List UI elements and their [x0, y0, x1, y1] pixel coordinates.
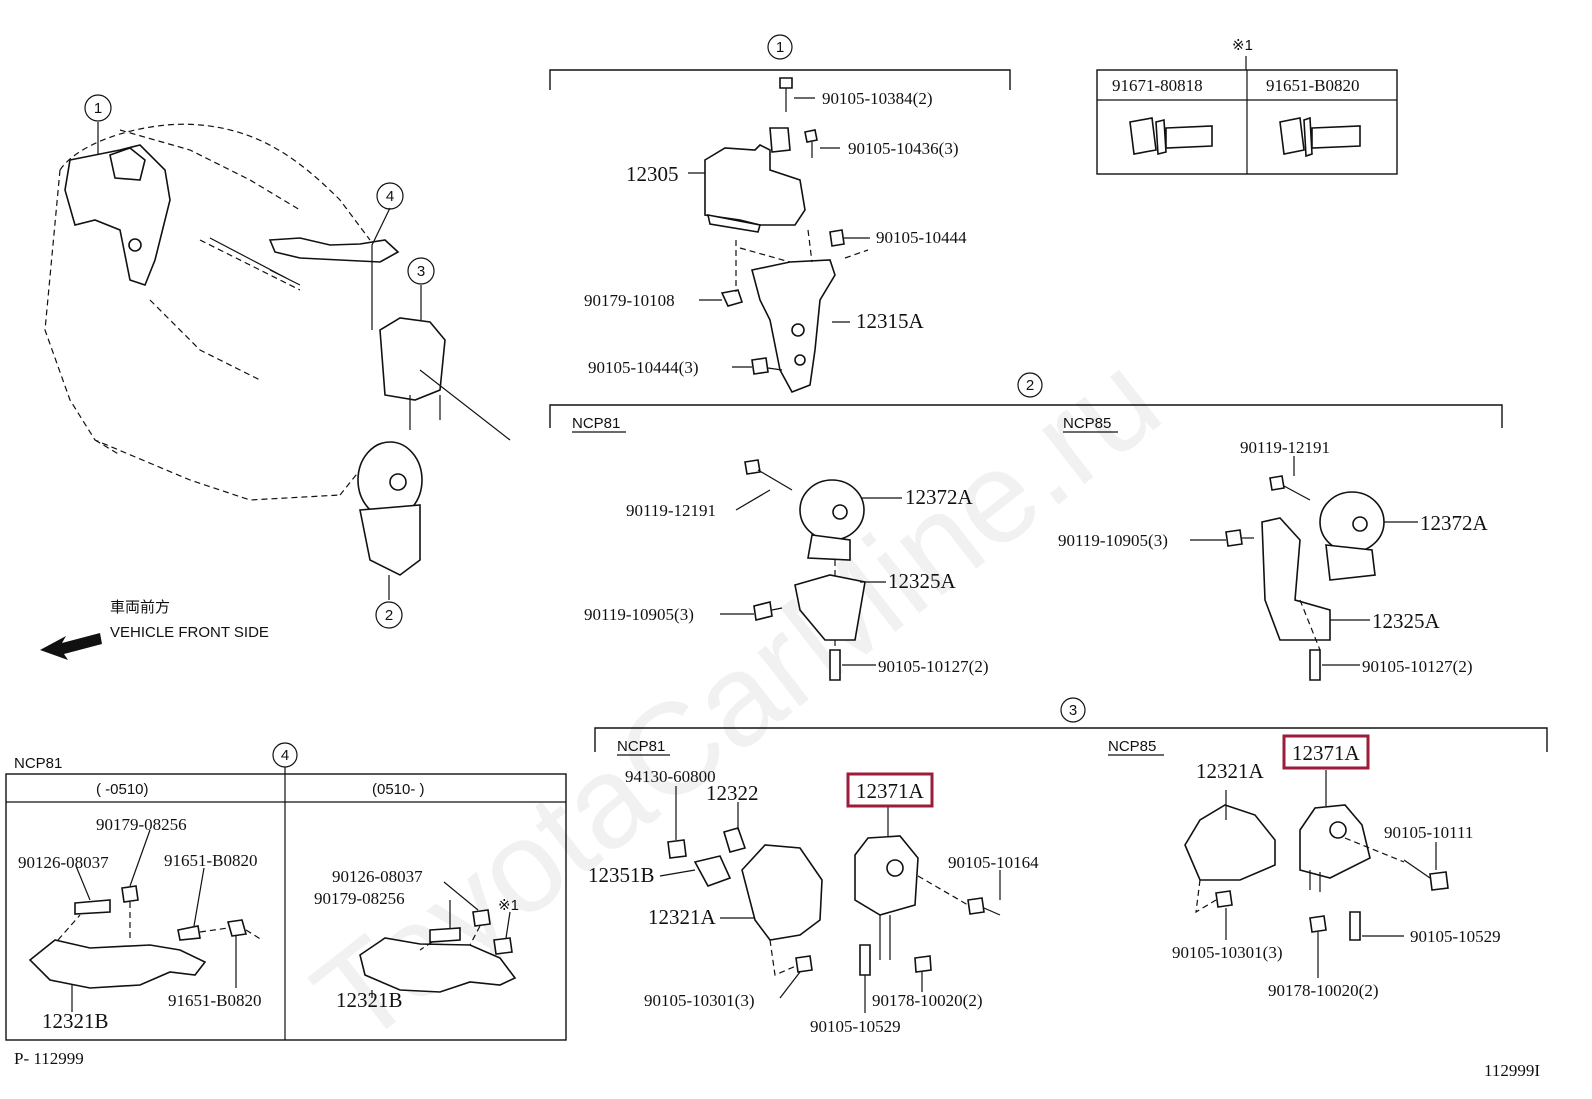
- part-94130-60800[interactable]: 94130-60800: [625, 767, 716, 786]
- part-12372A-b[interactable]: 12372A: [1420, 511, 1489, 535]
- part-90105-10529-a[interactable]: 90105-10529: [810, 1017, 901, 1036]
- part-12325A-b[interactable]: 12325A: [1372, 609, 1441, 633]
- part-90126-08037-r[interactable]: 90126-08037: [332, 867, 423, 886]
- part-12315A[interactable]: 12315A: [856, 309, 925, 333]
- section-4: NCP81 4 ( -0510) (0510- ) 90179-08256 90…: [5, 742, 567, 1041]
- part-90105-10436[interactable]: 90105-10436(3): [848, 139, 958, 158]
- part-90119-12191-b[interactable]: 90119-12191: [1240, 438, 1330, 457]
- note-table: ※1 91671-80818 91651-B0820: [1096, 37, 1398, 175]
- callout-2-overview: 2: [385, 607, 393, 624]
- callout-4-section: 4: [281, 747, 289, 764]
- section3-ncp85: NCP85: [1108, 738, 1156, 755]
- note-col-91671-80818[interactable]: 91671-80818: [1112, 76, 1203, 95]
- part-91651-B0820-l[interactable]: 91651-B0820: [164, 851, 258, 870]
- part-12371A-b[interactable]: 12371A: [1292, 741, 1361, 765]
- part-90105-10529-b[interactable]: 90105-10529: [1410, 927, 1501, 946]
- section4-right-range: (0510- ): [372, 781, 425, 798]
- front-arrow-icon: [40, 633, 102, 660]
- part-12321B-r[interactable]: 12321B: [336, 988, 403, 1012]
- section4-note-mark: ※1: [498, 897, 519, 914]
- callout-1-overview: 1: [94, 100, 102, 117]
- highlight-12371A-a: [846, 772, 934, 808]
- part-90105-10444[interactable]: 90105-10444: [876, 228, 967, 247]
- part-12321B-l[interactable]: 12321B: [42, 1009, 109, 1033]
- part-90105-10127-b[interactable]: 90105-10127(2): [1362, 657, 1472, 676]
- section3-ncp81: NCP81: [617, 738, 665, 755]
- part-12305[interactable]: 12305: [626, 162, 679, 186]
- vehicle-front-indicator: 車両前方 VEHICLE FRONT SIDE: [40, 599, 269, 660]
- highlight-12371A-b: [1282, 734, 1370, 770]
- callout-3-section: 3: [1069, 702, 1077, 719]
- vehicle-front-jp: 車両前方: [110, 599, 170, 616]
- part-90105-10164[interactable]: 90105-10164: [948, 853, 1039, 872]
- part-12325A-a[interactable]: 12325A: [888, 569, 957, 593]
- callout-4-overview: 4: [386, 188, 394, 205]
- part-90105-10111[interactable]: 90105-10111: [1384, 823, 1473, 842]
- part-91651-B0820-l2[interactable]: 91651-B0820: [168, 991, 262, 1010]
- callout-2-section: 2: [1026, 377, 1034, 394]
- section4-left-range: ( -0510): [96, 781, 149, 798]
- callout-1-section: 1: [776, 39, 784, 56]
- part-12371A-a[interactable]: 12371A: [856, 779, 925, 803]
- part-12321A-a[interactable]: 12321A: [648, 905, 717, 929]
- part-12322[interactable]: 12322: [706, 781, 759, 805]
- part-12372A-a[interactable]: 12372A: [905, 485, 974, 509]
- part-12321A-b[interactable]: 12321A: [1196, 759, 1265, 783]
- section-3: 3 NCP81 NCP85 94130-60800 12322 12351B 1: [588, 697, 1548, 1036]
- note-col-91651-B0820[interactable]: 91651-B0820: [1266, 76, 1360, 95]
- part-90119-10905-b[interactable]: 90119-10905(3): [1058, 531, 1168, 550]
- note-mark-table: ※1: [1232, 37, 1253, 54]
- part-90105-10384[interactable]: 90105-10384(2): [822, 89, 932, 108]
- section4-ncp81: NCP81: [14, 755, 62, 772]
- section-1: 1 12305 90105-10384(2) 90105: [549, 34, 1011, 394]
- part-90105-10301-a[interactable]: 90105-10301(3): [644, 991, 754, 1010]
- part-90126-08037-l[interactable]: 90126-08037: [18, 853, 109, 872]
- part-90178-10020-a[interactable]: 90178-10020(2): [872, 991, 982, 1010]
- section2-ncp85: NCP85: [1063, 415, 1111, 432]
- footer-left-code: P- 112999: [14, 1049, 84, 1068]
- part-90119-12191-a[interactable]: 90119-12191: [626, 501, 716, 520]
- part-12351B[interactable]: 12351B: [588, 863, 655, 887]
- part-90179-08256-r[interactable]: 90179-08256: [314, 889, 405, 908]
- callout-3-overview: 3: [417, 263, 425, 280]
- bolt-icon: [1129, 117, 1213, 156]
- part-90179-08256-l[interactable]: 90179-08256: [96, 815, 187, 834]
- part-90105-10301-b[interactable]: 90105-10301(3): [1172, 943, 1282, 962]
- part-90179-10108[interactable]: 90179-10108: [584, 291, 675, 310]
- part-90119-10905-a[interactable]: 90119-10905(3): [584, 605, 694, 624]
- footer-right-code: 112999I: [1484, 1061, 1540, 1080]
- part-90105-10127-a[interactable]: 90105-10127(2): [878, 657, 988, 676]
- section-2: 2 NCP81 NCP85 90119-12191 12372A 12325A …: [549, 372, 1503, 681]
- vehicle-front-en: VEHICLE FRONT SIDE: [110, 624, 269, 641]
- section2-ncp81: NCP81: [572, 415, 620, 432]
- flange-bolt-icon: [1279, 116, 1361, 158]
- engine-overview: 1 4 3 2: [44, 94, 511, 629]
- part-90178-10020-b[interactable]: 90178-10020(2): [1268, 981, 1378, 1000]
- part-90105-10444-3[interactable]: 90105-10444(3): [588, 358, 698, 377]
